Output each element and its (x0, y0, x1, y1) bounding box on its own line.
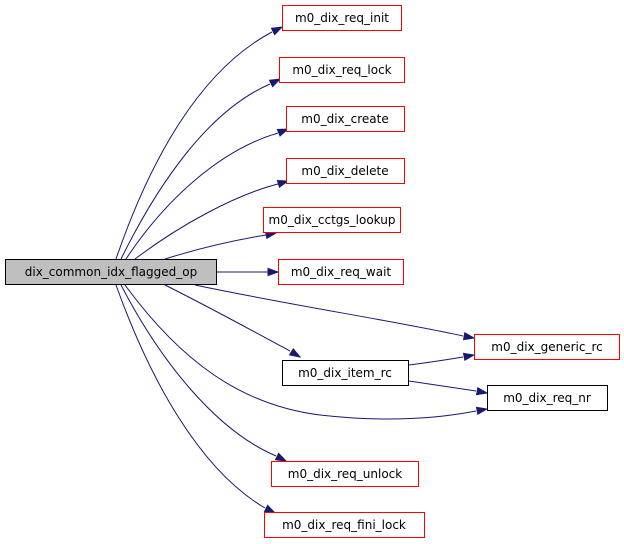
node-generic-rc-box (474, 334, 620, 360)
node-req-wait-label: m0_dix_req_wait (291, 265, 392, 279)
arrowhead-icon (475, 386, 489, 396)
node-item-rc[interactable]: m0_dix_item_rc (282, 360, 409, 386)
edges-layer (115, 26, 489, 514)
node-delete[interactable]: m0_dix_delete (286, 158, 405, 184)
arrowhead-icon (475, 406, 489, 416)
node-req-lock-label: m0_dix_req_lock (292, 63, 391, 77)
edge-root-to-generic-rc (194, 284, 464, 337)
arrowhead-icon (276, 128, 290, 137)
arrowhead-icon (263, 504, 277, 514)
node-item-rc-box (282, 360, 409, 386)
node-root-box (5, 259, 217, 285)
node-req-lock[interactable]: m0_dix_req_lock (279, 57, 405, 83)
arrowhead-icon (268, 78, 282, 88)
node-req-unlock-box (271, 461, 419, 487)
edge-root-to-req-nr (124, 284, 477, 420)
arrowhead-icon (270, 26, 284, 36)
arrowhead-icon (462, 331, 476, 341)
node-req-init-label: m0_dix_req_init (295, 11, 389, 25)
node-req-fini-lock-label: m0_dix_req_fini_lock (282, 518, 406, 532)
edge-root-to-req-init (115, 31, 273, 260)
node-req-nr-label: m0_dix_req_nr (503, 391, 591, 405)
node-item-rc-label: m0_dix_item_rc (298, 366, 392, 380)
edge-root-to-req-fini-lock (115, 284, 266, 509)
node-create-box (286, 106, 405, 132)
edge-root-to-delete (134, 183, 279, 260)
node-req-wait-box (278, 259, 404, 285)
node-req-fini-lock-box (264, 512, 425, 538)
edge-root-to-create (125, 132, 279, 260)
node-delete-label: m0_dix_delete (301, 164, 388, 178)
node-req-nr[interactable]: m0_dix_req_nr (487, 385, 608, 411)
node-delete-box (286, 158, 405, 184)
edge-item-rc-to-generic-rc (408, 356, 464, 366)
nodes-layer: dix_common_idx_flagged_op m0_dix_req_ini… (5, 5, 620, 538)
node-root[interactable]: dix_common_idx_flagged_op (5, 259, 217, 285)
arrowhead-icon (274, 452, 288, 462)
node-create-label: m0_dix_create (301, 112, 388, 126)
edge-root-to-req-lock (120, 83, 271, 260)
edge-root-to-item-rc (164, 284, 291, 352)
node-cctgs-lookup[interactable]: m0_dix_cctgs_lookup (263, 207, 401, 233)
node-req-unlock-label: m0_dix_req_unlock (288, 467, 403, 481)
node-req-unlock[interactable]: m0_dix_req_unlock (271, 461, 419, 487)
node-req-lock-box (279, 57, 405, 83)
edge-item-rc-to-req-nr (408, 380, 477, 392)
node-cctgs-lookup-label: m0_dix_cctgs_lookup (269, 213, 396, 227)
edge-root-to-cctgs-lookup (164, 234, 267, 260)
edge-root-to-req-unlock (120, 284, 277, 457)
node-cctgs-lookup-box (263, 207, 401, 233)
arrowhead-icon (276, 179, 290, 189)
node-generic-rc-label: m0_dix_generic_rc (491, 340, 603, 354)
arrowhead-icon (462, 352, 476, 362)
node-req-init[interactable]: m0_dix_req_init (282, 5, 402, 31)
node-req-wait[interactable]: m0_dix_req_wait (278, 259, 404, 285)
node-generic-rc[interactable]: m0_dix_generic_rc (474, 334, 620, 360)
node-req-nr-box (487, 385, 608, 411)
arrowhead-icon (288, 347, 302, 358)
node-req-fini-lock[interactable]: m0_dix_req_fini_lock (264, 512, 425, 538)
node-req-init-box (282, 5, 402, 31)
arrowhead-icon (267, 267, 280, 277)
node-root-label: dix_common_idx_flagged_op (25, 265, 197, 279)
node-create[interactable]: m0_dix_create (286, 106, 405, 132)
